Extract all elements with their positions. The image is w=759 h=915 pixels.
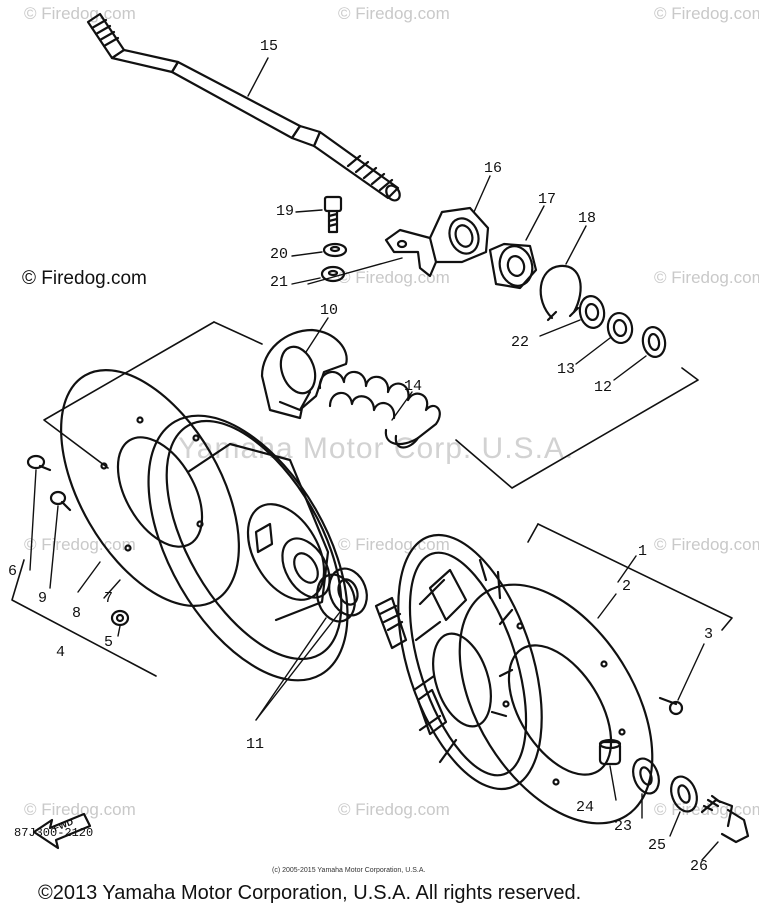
callout-7: 7 bbox=[104, 590, 114, 607]
watermark: © Firedog.com bbox=[654, 268, 759, 287]
leader-lines bbox=[29, 57, 719, 861]
spring-14 bbox=[318, 370, 441, 449]
watermark: © Firedog.com bbox=[338, 4, 450, 23]
callout-16: 16 bbox=[484, 160, 503, 177]
callout-4: 4 bbox=[56, 644, 66, 661]
group-outline bbox=[11, 321, 733, 677]
watermark: © Firedog.com bbox=[24, 800, 136, 819]
washer-25 bbox=[670, 775, 698, 813]
washer-12 bbox=[641, 326, 667, 358]
plate-8 bbox=[60, 369, 240, 607]
callout-25: 25 bbox=[648, 837, 667, 854]
small-copyright: (c) 2005-2015 Yamaha Motor Corporation, … bbox=[272, 867, 426, 874]
callout-12: 12 bbox=[594, 379, 613, 396]
callout-11: 11 bbox=[246, 736, 265, 753]
callout-19: 19 bbox=[276, 203, 295, 220]
bolt-26 bbox=[700, 794, 750, 844]
spacer-24 bbox=[598, 738, 622, 766]
washer-20 bbox=[322, 242, 348, 258]
nut-5 bbox=[110, 609, 130, 627]
bracket-16 bbox=[384, 206, 490, 278]
callout-2: 2 bbox=[622, 578, 632, 595]
watermark-label: © Firedog.com bbox=[22, 268, 147, 289]
cover-plate-2 bbox=[458, 583, 654, 825]
bushing-11 bbox=[316, 567, 368, 623]
shaft-15 bbox=[86, 12, 401, 202]
callout-20: 20 bbox=[270, 246, 289, 263]
callout-5: 5 bbox=[104, 634, 114, 651]
callout-23: 23 bbox=[614, 818, 633, 835]
fixed-sheave-4 bbox=[147, 414, 349, 682]
watermark: © Firedog.com bbox=[338, 800, 450, 819]
callout-26: 26 bbox=[690, 858, 709, 875]
cam-10 bbox=[260, 328, 348, 420]
watermark: © Firedog.com bbox=[338, 268, 450, 287]
washer-23 bbox=[632, 757, 660, 795]
callout-17: 17 bbox=[538, 191, 557, 208]
bearing-17 bbox=[488, 242, 538, 290]
callout-10: 10 bbox=[320, 302, 339, 319]
bolt-19 bbox=[323, 195, 343, 234]
callout-24: 24 bbox=[576, 799, 595, 816]
callout-13: 13 bbox=[557, 361, 576, 378]
callout-6: 6 bbox=[8, 563, 18, 580]
callout-1: 1 bbox=[638, 543, 648, 560]
callout-3: 3 bbox=[704, 626, 714, 643]
diagram-part-code: 87J300-2120 bbox=[14, 826, 94, 840]
callout-8: 8 bbox=[72, 605, 82, 622]
washer-22 bbox=[578, 295, 606, 329]
watermark: © Firedog.com bbox=[654, 4, 759, 23]
watermark: © Firedog.com bbox=[24, 4, 136, 23]
callout-18: 18 bbox=[578, 210, 597, 227]
washer-13 bbox=[606, 311, 634, 345]
callout-9: 9 bbox=[38, 590, 48, 607]
movable-sheave-1 bbox=[374, 533, 543, 791]
callout-14: 14 bbox=[404, 378, 423, 395]
circlip-18 bbox=[539, 264, 582, 320]
screw-9 bbox=[49, 490, 72, 512]
screw-6 bbox=[26, 454, 52, 472]
fwd-arrow bbox=[32, 812, 92, 850]
callout-15: 15 bbox=[260, 38, 279, 55]
screw-3 bbox=[658, 696, 684, 716]
callout-21: 21 bbox=[270, 274, 289, 291]
copyright-footer: ©2013 Yamaha Motor Corporation, U.S.A. A… bbox=[38, 882, 582, 904]
callout-22: 22 bbox=[511, 334, 530, 351]
watermark: © Firedog.com bbox=[654, 535, 759, 554]
